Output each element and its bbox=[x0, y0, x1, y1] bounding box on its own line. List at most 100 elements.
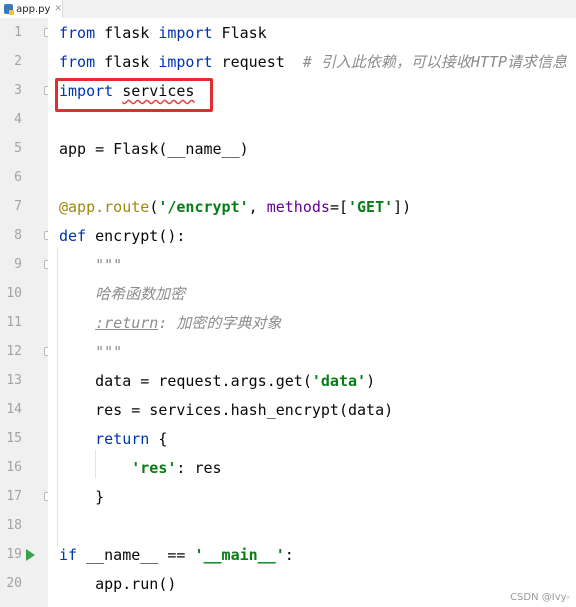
code-token: =[ bbox=[329, 198, 348, 216]
code-token: 哈希函数加密 bbox=[59, 285, 186, 303]
code-token: """ bbox=[59, 343, 123, 361]
code-token: flask bbox=[95, 24, 159, 42]
gutter-line: 19 bbox=[0, 541, 48, 570]
code-token: encrypt(): bbox=[86, 227, 186, 245]
line-number: 5 bbox=[14, 141, 22, 156]
code-token: , bbox=[248, 198, 267, 216]
code-line[interactable]: """ bbox=[59, 251, 122, 280]
code-token: flask bbox=[95, 53, 159, 71]
line-number: 15 bbox=[6, 431, 22, 446]
code-token: return bbox=[95, 430, 150, 448]
code-line[interactable]: 哈希函数加密 bbox=[59, 280, 185, 309]
code-token: 'data' bbox=[311, 372, 367, 390]
code-token: import bbox=[158, 53, 213, 71]
line-number: 10 bbox=[6, 286, 22, 301]
code-token: services bbox=[122, 82, 195, 100]
code-token: methods bbox=[266, 198, 330, 216]
code-token: ) bbox=[366, 372, 376, 390]
gutter-line: 15 bbox=[0, 425, 48, 454]
code-line[interactable]: """ bbox=[59, 338, 122, 367]
code-token: '/encrypt' bbox=[158, 198, 249, 216]
code-line[interactable]: from flask import Flask bbox=[59, 19, 267, 48]
code-line[interactable]: return { bbox=[59, 425, 167, 454]
code-token: def bbox=[59, 227, 87, 245]
tab-app-py[interactable]: app.py ✕ bbox=[0, 0, 63, 18]
code-token: 'GET' bbox=[348, 198, 394, 216]
line-number: 19 bbox=[6, 547, 22, 562]
editor-tab-bar: app.py ✕ bbox=[0, 0, 576, 19]
line-number: 3 bbox=[14, 83, 22, 98]
gutter-line: 9 bbox=[0, 251, 51, 280]
gutter-line: 20 bbox=[0, 570, 48, 599]
code-token: : 加密的字典对象 bbox=[158, 314, 282, 332]
annotation-highlight-box bbox=[55, 78, 213, 112]
code-token: :return bbox=[95, 314, 159, 332]
run-icon[interactable] bbox=[26, 549, 35, 561]
code-token: from bbox=[59, 53, 96, 71]
indent-guide bbox=[95, 450, 96, 478]
code-token: if bbox=[59, 546, 78, 564]
code-token: __name__ == bbox=[77, 546, 195, 564]
code-token: Flask bbox=[212, 24, 267, 42]
gutter-line: 6 bbox=[0, 164, 48, 193]
code-line[interactable]: :return: 加密的字典对象 bbox=[59, 309, 281, 338]
code-line[interactable]: from flask import request # 引入此依赖，可以接收HT… bbox=[59, 48, 567, 77]
gutter-line: 5 bbox=[0, 135, 48, 164]
code-line[interactable]: } bbox=[59, 483, 104, 512]
code-token: 'res' bbox=[131, 459, 177, 477]
line-number: 1 bbox=[14, 25, 22, 40]
code-token: from bbox=[59, 24, 96, 42]
tab-filename: app.py bbox=[16, 3, 51, 15]
code-token bbox=[59, 314, 95, 332]
code-token: app.run() bbox=[59, 575, 177, 593]
code-line[interactable]: if __name__ == '__main__': bbox=[59, 541, 294, 570]
line-number: 18 bbox=[6, 518, 22, 533]
line-number: 2 bbox=[14, 54, 22, 69]
gutter-line: 3 bbox=[0, 77, 51, 106]
line-number: 20 bbox=[6, 576, 22, 591]
code-line[interactable]: @app.route('/encrypt', methods=['GET']) bbox=[59, 193, 411, 222]
line-number: 16 bbox=[6, 460, 22, 475]
code-line[interactable]: data = request.args.get('data') bbox=[59, 367, 375, 396]
line-number: 14 bbox=[6, 402, 22, 417]
line-number: 7 bbox=[14, 199, 22, 214]
code-line[interactable]: def encrypt(): bbox=[59, 222, 185, 251]
gutter-line: 12 bbox=[0, 338, 51, 367]
gutter-line: 16 bbox=[0, 454, 48, 483]
gutter-line: 7 bbox=[0, 193, 48, 222]
indent-guide bbox=[57, 247, 58, 547]
close-icon[interactable]: ✕ bbox=[54, 4, 62, 14]
line-number: 9 bbox=[14, 257, 22, 272]
code-token: : res bbox=[176, 459, 222, 477]
gutter-line: 8 bbox=[0, 222, 51, 251]
code-token bbox=[59, 459, 131, 477]
watermark: CSDN @Ivy- bbox=[510, 592, 570, 603]
gutter-line: 2 bbox=[0, 48, 48, 77]
line-number: 12 bbox=[6, 344, 22, 359]
code-token: ]) bbox=[393, 198, 412, 216]
code-token: import bbox=[158, 24, 213, 42]
line-number: 4 bbox=[14, 112, 22, 127]
line-number: 8 bbox=[14, 228, 22, 243]
code-token: '__main__' bbox=[194, 546, 285, 564]
code-line[interactable]: app = Flask(__name__) bbox=[59, 135, 249, 164]
code-token: import bbox=[59, 82, 114, 100]
code-line[interactable]: 'res': res bbox=[59, 454, 222, 483]
code-token: """ bbox=[59, 256, 123, 274]
code-line[interactable]: res = services.hash_encrypt(data) bbox=[59, 396, 393, 425]
code-token: { bbox=[149, 430, 168, 448]
code-token: request bbox=[212, 53, 303, 71]
code-token bbox=[59, 430, 95, 448]
code-line[interactable]: app.run() bbox=[59, 570, 176, 599]
code-token: @app.route bbox=[59, 198, 150, 216]
code-line[interactable]: import services bbox=[59, 77, 194, 106]
line-number: 17 bbox=[6, 489, 22, 504]
line-number: 6 bbox=[14, 170, 22, 185]
code-token: ( bbox=[149, 198, 159, 216]
code-token: } bbox=[59, 488, 105, 506]
line-number: 11 bbox=[6, 315, 22, 330]
gutter-line: 1 bbox=[0, 19, 51, 48]
gutter-line: 14 bbox=[0, 396, 48, 425]
